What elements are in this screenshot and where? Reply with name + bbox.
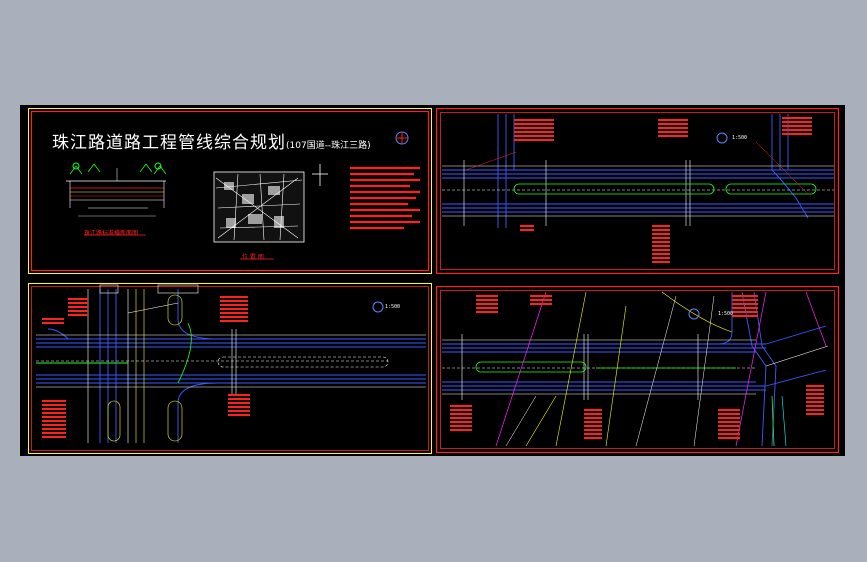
cross-section-caption: 珠江路标准横断面图: [84, 230, 139, 237]
sheet-plan-3: 1:500: [436, 286, 839, 453]
sheet-title-frame: [28, 108, 432, 274]
sheet-plan-2: 1:500: [28, 283, 432, 454]
plan-1-drawing: [436, 108, 839, 274]
drawing-title: 珠江路道路工程管线综合规划(107国道--珠江三路): [52, 128, 371, 153]
scale-label: 1:500: [718, 311, 734, 317]
title-main: 珠江路道路工程管线综合规划: [52, 133, 286, 153]
notes-block: [350, 166, 420, 230]
drawing-canvas[interactable]: 珠江路道路工程管线综合规划(107国道--珠江三路) 珠江路标准横断面图 位 置…: [20, 105, 845, 456]
north-arrow-icon: [716, 132, 728, 144]
scale-label: 1:500: [385, 304, 401, 310]
plan-2-drawing: [28, 283, 432, 454]
plan-3-drawing: [436, 286, 839, 453]
title-subtitle: (107国道--珠江三路): [286, 141, 371, 151]
cross-section-drawing: [66, 162, 167, 217]
north-arrow-icon: [688, 308, 700, 320]
location-map-caption: 位 置 图: [242, 254, 264, 261]
north-arrow-icon: [395, 131, 409, 145]
north-arrow-icon: [372, 301, 384, 313]
sheet-title-block: 珠江路道路工程管线综合规划(107国道--珠江三路) 珠江路标准横断面图 位 置…: [28, 108, 432, 274]
sheet-plan-1: 1:500: [436, 108, 839, 274]
scale-label: 1:500: [732, 135, 748, 141]
location-map: [213, 164, 328, 243]
